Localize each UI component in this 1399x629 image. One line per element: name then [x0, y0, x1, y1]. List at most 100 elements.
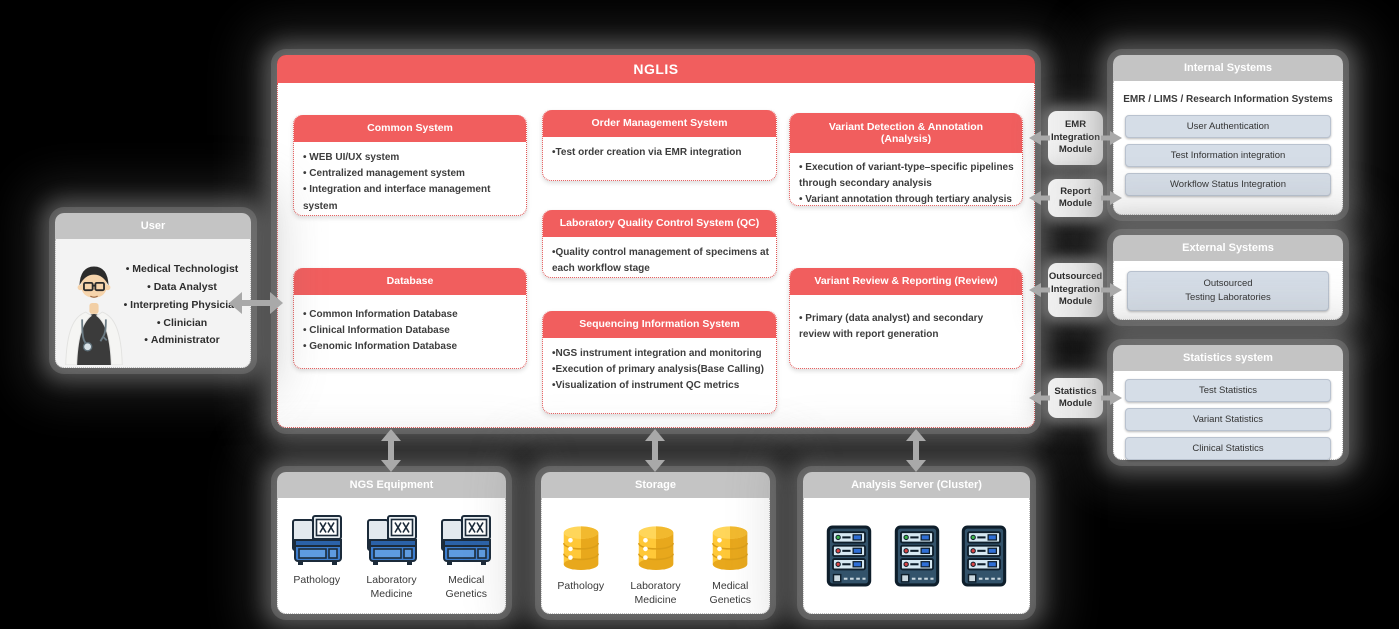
bidirectional-arrow-icon: [229, 292, 283, 314]
server-rack-icon: [962, 525, 1007, 586]
arrow-right-icon: [1101, 391, 1122, 405]
sequencing-info-box: Sequencing Information System NGS instru…: [542, 311, 777, 414]
outsourced-testing-laboratories-button: Outsourced Testing Laboratories: [1127, 271, 1329, 311]
storage-item: Pathology: [545, 522, 617, 593]
arrow-right-icon: [1101, 283, 1122, 297]
analysis-server-panel: Analysis Server (Cluster): [803, 472, 1030, 614]
vertical-arrow-icon: [645, 429, 665, 472]
arrow-left-icon: [1029, 391, 1050, 405]
internal-systems-header: Internal Systems: [1113, 55, 1343, 81]
order-management-box: Order Management System Test order creat…: [542, 110, 777, 181]
list-item: Administrator: [116, 332, 248, 350]
sequencing-info-list: NGS instrument integration and monitorin…: [543, 338, 776, 401]
emr-integration-module: EMR Integration Module: [1048, 111, 1103, 165]
list-item: Clinical Information Database: [303, 323, 520, 339]
vertical-arrow-icon: [906, 429, 926, 472]
list-item: Quality control management of specimens …: [552, 245, 770, 277]
storage-label: Pathology: [557, 580, 605, 592]
nglis-body: Common System WEB UI/UX system Centraliz…: [277, 83, 1035, 428]
server-rack-icon: [826, 525, 871, 586]
list-item: Integration and interface management sys…: [303, 182, 520, 214]
equipment-item: Medical Genetics: [430, 514, 502, 601]
arrow-left-icon: [1029, 283, 1050, 297]
database-cylinder-icon: [712, 526, 749, 570]
database-cylinder-icon: [562, 526, 599, 570]
user-header: User: [55, 213, 251, 239]
ngs-equipment-panel: NGS Equipment Pathology: [277, 472, 506, 614]
order-management-title: Order Management System: [591, 117, 728, 130]
storage-item: Medical Genetics: [694, 522, 766, 607]
sequencer-icon: [366, 515, 417, 565]
variant-review-list: Primary (data analyst) and secondary rev…: [790, 295, 1022, 349]
equipment-label: Laboratory Medicine: [366, 574, 417, 601]
external-systems-header: External Systems: [1113, 235, 1343, 261]
sequencer-icon: [441, 515, 492, 565]
lab-qc-title: Laboratory Quality Control System (QC): [559, 217, 760, 230]
list-item: WEB UI/UX system: [303, 150, 520, 166]
nglis-title-bar: NGLIS: [277, 55, 1035, 83]
database-title: Database: [386, 275, 434, 288]
database-header: Database: [294, 268, 526, 295]
module-label: Outsourced Integration Module: [1048, 271, 1103, 308]
report-module: Report Module: [1048, 179, 1103, 217]
database-cylinder-icon: [637, 526, 674, 570]
arrow-right-icon: [1101, 191, 1122, 205]
list-item: Interpreting Physician: [116, 297, 248, 315]
variant-detection-title: Variant Detection & Annotation (Analysis…: [828, 120, 984, 145]
statistics-system-body: Test Statistics Variant Statistics Clini…: [1113, 371, 1343, 460]
list-item: Test order creation via EMR integration: [552, 145, 770, 161]
equipment-item: Pathology: [281, 514, 353, 587]
internal-systems-subtitle: EMR / LIMS / Research Information System…: [1123, 94, 1333, 105]
ngs-equipment-body: Pathology Laboratory Medicine: [277, 498, 506, 614]
sequencing-info-title: Sequencing Information System: [579, 318, 740, 331]
order-management-list: Test order creation via EMR integration: [543, 137, 776, 167]
storage-body: Pathology Laboratory Medicine: [541, 498, 770, 614]
variant-review-box: Variant Review & Reporting (Review) Prim…: [789, 268, 1023, 369]
lab-qc-box: Laboratory Quality Control System (QC) Q…: [542, 210, 777, 278]
module-label: Statistics Module: [1054, 385, 1097, 409]
module-label: EMR Integration Module: [1050, 119, 1101, 156]
server-rack-icon: [894, 525, 939, 586]
list-item: Primary (data analyst) and secondary rev…: [799, 311, 1016, 343]
external-systems-body: Outsourced Testing Laboratories: [1113, 261, 1343, 320]
statistics-module: Statistics Module: [1048, 378, 1103, 418]
list-item: Variant annotation through tertiary anal…: [799, 192, 1016, 208]
variant-statistics-button: Variant Statistics: [1125, 408, 1331, 431]
internal-systems-panel: Internal Systems EMR / LIMS / Research I…: [1113, 55, 1343, 215]
lab-qc-header: Laboratory Quality Control System (QC): [543, 210, 776, 237]
sequencing-info-header: Sequencing Information System: [543, 311, 776, 338]
user-title: User: [140, 219, 166, 232]
nglis-title: NGLIS: [633, 60, 679, 77]
sequencer-icon: [291, 515, 342, 565]
lab-qc-list: Quality control management of specimens …: [543, 237, 776, 283]
variant-review-header: Variant Review & Reporting (Review): [790, 268, 1022, 295]
list-item: Centralized management system: [303, 166, 520, 182]
user-authentication-button: User Authentication: [1125, 115, 1331, 138]
user-panel: User Medical Technologist: [55, 213, 251, 368]
storage-header: Storage: [541, 472, 770, 498]
test-information-integration-button: Test Information integration: [1125, 144, 1331, 167]
analysis-server-title: Analysis Server (Cluster): [851, 478, 982, 491]
common-system-title: Common System: [367, 122, 453, 135]
storage-label: Laboratory Medicine: [630, 580, 681, 607]
list-item: NGS instrument integration and monitorin…: [552, 346, 770, 362]
ngs-equipment-title: NGS Equipment: [349, 478, 434, 491]
internal-systems-title: Internal Systems: [1183, 61, 1273, 74]
database-box: Database Common Information Database Cli…: [293, 268, 527, 369]
common-system-list: WEB UI/UX system Centralized management …: [294, 142, 526, 221]
ngs-equipment-header: NGS Equipment: [277, 472, 506, 498]
internal-systems-body: EMR / LIMS / Research Information System…: [1113, 81, 1343, 215]
statistics-system-panel: Statistics system Test Statistics Varian…: [1113, 345, 1343, 460]
list-item: Medical Technologist: [116, 261, 248, 279]
workflow-status-integration-button: Workflow Status Integration: [1125, 173, 1331, 196]
equipment-item: Laboratory Medicine: [356, 514, 428, 601]
storage-label: Medical Genetics: [709, 580, 751, 607]
outsourced-integration-module: Outsourced Integration Module: [1048, 263, 1103, 317]
user-body: Medical Technologist Data Analyst Interp…: [55, 239, 251, 368]
external-systems-title: External Systems: [1182, 241, 1274, 254]
module-label: Report Module: [1058, 185, 1093, 209]
storage-item: Laboratory Medicine: [620, 522, 692, 607]
database-list: Common Information Database Clinical Inf…: [294, 295, 526, 362]
vertical-arrow-icon: [381, 429, 401, 472]
